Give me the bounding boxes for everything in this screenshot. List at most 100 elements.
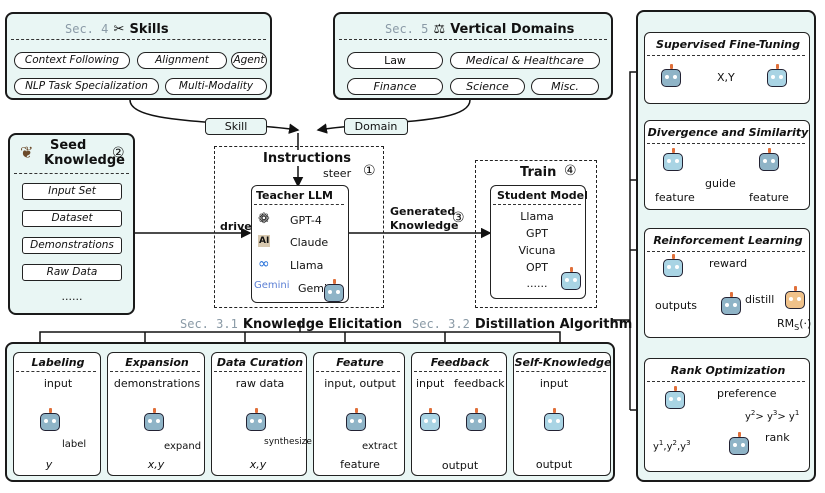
seed-knowledge-panel: ❦ Seed Knowledge ② Input Set Dataset Dem… (8, 133, 135, 315)
curation-input: raw data (235, 377, 285, 390)
rank-student-robot-icon (665, 386, 685, 409)
rank-order-a: y (745, 411, 751, 423)
student-model-title: Student Model (497, 189, 588, 202)
skills-divider (11, 39, 266, 40)
expansion-output: x,y (147, 458, 165, 471)
elicitation-title: Knowledge Elicitation (242, 317, 403, 332)
sft-teacher-robot-icon (661, 64, 681, 87)
instructions-frame: Instructions steer ① Teacher LLM ❁ GPT-4… (214, 146, 384, 308)
labeling-input: input (43, 377, 73, 390)
skills-panel: Sec. 4 ✂ Skills Context Following Alignm… (5, 12, 272, 100)
domain-science[interactable]: Science (450, 78, 525, 95)
generated-label: Generated (390, 205, 456, 218)
elicitation-sec-label: Sec. 3.1 (180, 317, 238, 331)
elicitation-methods-panel: Labeling input label y Expansion demonst… (5, 342, 615, 482)
method-expansion[interactable]: Expansion demonstrations expand x,y (107, 352, 205, 476)
rank-ys-3: y (680, 441, 687, 453)
div-title: Divergence and Similarity (647, 126, 809, 139)
skill-context-following[interactable]: Context Following (14, 52, 130, 69)
div-student-robot-icon (663, 148, 683, 171)
seed-title-line2: Knowledge (44, 153, 125, 168)
expansion-arrow-label: expand (164, 441, 202, 452)
rl-title: Reinforcement Learning (653, 234, 803, 247)
feature-title: Feature (336, 356, 384, 369)
div-teacher-robot-icon (759, 148, 779, 171)
feature-input: input, output (324, 377, 396, 390)
skill-alignment[interactable]: Alignment (137, 52, 227, 69)
seed-demonstrations[interactable]: Demonstrations (22, 237, 122, 254)
teacher-llm-box: Teacher LLM ❁ GPT-4 AI Claude ∞ Llama Ge… (251, 185, 349, 303)
method-self-knowledge[interactable]: Self-Knowledge input output (513, 352, 611, 476)
method-data-curation[interactable]: Data Curation raw data synthesize x,y (211, 352, 312, 476)
skills-title: Skills (129, 22, 169, 37)
student-robot-icon (561, 267, 581, 290)
student-vicuna: Vicuna (518, 244, 556, 257)
skill-multi-modality[interactable]: Multi-Modality (165, 78, 267, 95)
seed-raw-data[interactable]: Raw Data (22, 264, 122, 281)
labeling-arrow-label: label (62, 439, 87, 450)
selfknow-input: input (539, 377, 569, 390)
div-feature-right: feature (749, 191, 789, 204)
algo-reinforcement-learning[interactable]: Reinforcement Learning reward outputs di… (644, 228, 811, 338)
domains-sec-label: Sec. 5 (385, 22, 429, 36)
skills-sec-label: Sec. 4 (65, 22, 109, 36)
rl-reward-label: reward (709, 257, 748, 270)
domain-law[interactable]: Law (347, 52, 443, 69)
skill-nlp-task[interactable]: NLP Task Specialization (14, 78, 159, 95)
rl-reward-model-icon (785, 286, 805, 309)
algo-divergence-similarity[interactable]: Divergence and Similarity guide feature … (644, 120, 810, 210)
teacher-llama: Llama (290, 259, 324, 272)
train-frame: Train ④ Student Model Llama GPT Vicuna O… (475, 160, 597, 308)
student-llama: Llama (520, 210, 554, 223)
feature-arrow-label: extract (362, 441, 398, 452)
student-model-box: Student Model Llama GPT Vicuna OPT .....… (490, 185, 588, 299)
instructions-title: Instructions (263, 151, 352, 166)
distillation-sec-label: Sec. 3.2 (412, 317, 470, 331)
seed-ellipsis: ...... (61, 290, 83, 303)
student-ellipsis: ...... (526, 277, 548, 290)
domain-connector-label: Domain (344, 118, 408, 135)
student-gpt: GPT (526, 227, 548, 240)
feedback-title: Feedback (430, 356, 490, 369)
method-feedback[interactable]: Feedback input feedback output (411, 352, 507, 476)
labeling-robot-icon (40, 408, 60, 431)
rank-order-c: > y (777, 411, 795, 423)
selfknow-title: Self-Knowledge (514, 356, 612, 369)
method-labeling[interactable]: Labeling input label y (13, 352, 101, 476)
div-guide-label: guide (705, 177, 736, 190)
algo-supervised-fine-tuning[interactable]: Supervised Fine-Tuning X,Y (644, 32, 810, 104)
rank-ys-2: y (666, 441, 673, 453)
method-feature[interactable]: Feature input, output extract feature (313, 352, 405, 476)
drive-label: drive (220, 220, 252, 233)
teacher-robot-icon (324, 279, 344, 302)
curation-title: Data Curation (216, 356, 304, 369)
rl-rm-label: RM (777, 317, 795, 330)
rl-outputs-label: outputs (655, 299, 698, 312)
expansion-robot-icon (144, 408, 164, 431)
div-feature-left: feature (655, 191, 695, 204)
sft-title: Supervised Fine-Tuning (656, 38, 800, 51)
feedback-student-robot-icon (420, 408, 440, 431)
train-title: Train (520, 165, 557, 180)
seed-input-set[interactable]: Input Set (22, 183, 122, 200)
seed-step-number: ② (112, 145, 125, 161)
domain-finance[interactable]: Finance (347, 78, 443, 95)
feature-robot-icon (346, 408, 366, 431)
student-opt: OPT (525, 261, 548, 274)
steer-label: steer (323, 167, 352, 180)
feedback-output: output (436, 459, 484, 472)
curation-robot-icon (246, 408, 266, 431)
domains-title: Vertical Domains (450, 22, 575, 37)
seed-title-line1: Seed (50, 138, 87, 153)
seed-dataset[interactable]: Dataset (22, 210, 122, 227)
domain-misc[interactable]: Misc. (531, 78, 599, 95)
skill-connector-label: Skill (205, 118, 267, 135)
expansion-title: Expansion (125, 356, 189, 369)
rank-label: rank (765, 431, 790, 444)
domain-medical[interactable]: Medical & Healthcare (450, 52, 600, 69)
distillation-title: Distillation Algorithm (474, 317, 633, 332)
feedback-input: input (416, 377, 445, 390)
feature-output: feature (340, 458, 380, 471)
skill-agent[interactable]: Agent (231, 52, 267, 69)
algo-rank-optimization[interactable]: Rank Optimization preference y2> y3> y1 … (644, 358, 810, 472)
